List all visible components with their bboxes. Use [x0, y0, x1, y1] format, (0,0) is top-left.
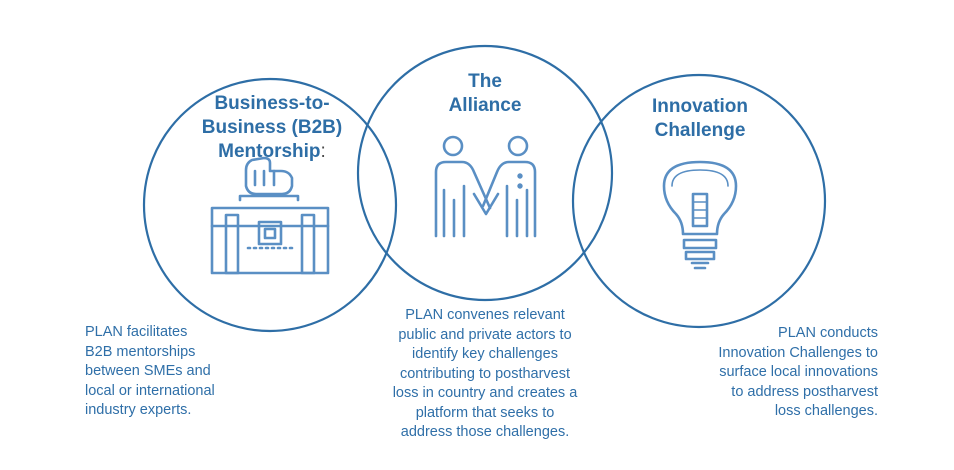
description-line: PLAN facilitates	[85, 324, 188, 340]
mentorship-title-line: Business-to-	[214, 93, 330, 114]
innovation-title-line: Challenge	[654, 120, 746, 141]
description-line: identify key challenges	[412, 346, 558, 362]
description-line: surface local innovations	[719, 364, 878, 380]
briefcase-icon	[210, 156, 330, 275]
lightbulb-icon	[662, 160, 738, 270]
description-line: loss challenges.	[774, 403, 878, 419]
description-line: local or international	[85, 382, 215, 399]
alliance-circle	[356, 44, 614, 302]
alliance-title-line: The	[468, 71, 502, 92]
mentorship-title: Business-to- Business (B2B) Mentorship:	[183, 92, 361, 164]
description-line: PLAN conducts	[778, 325, 878, 341]
description-line: address those challenges.	[400, 424, 570, 440]
mentorship-title-line: Business (B2B)	[201, 117, 343, 138]
innovation-title: Innovation Challenge	[630, 95, 770, 143]
description-line: B2B mentorships	[85, 343, 196, 360]
mentorship-circle	[142, 77, 398, 333]
description-line: contributing to postharvest	[399, 365, 571, 382]
description-line: public and private actors to	[398, 326, 572, 343]
handshake-people-icon	[434, 135, 537, 238]
innovation-circle	[571, 73, 827, 329]
alliance-title: The Alliance	[425, 70, 545, 118]
mentorship-title-colon: :	[320, 141, 326, 162]
description-line: industry experts.	[85, 402, 192, 418]
mentorship-title-text: Mentorship	[218, 141, 321, 162]
innovation-description: PLAN conducts Innovation Challenges to s…	[670, 324, 878, 422]
description-line: PLAN convenes relevant	[405, 307, 565, 323]
description-line: between SMEs and	[85, 363, 211, 379]
mentorship-title-line: Mentorship:	[183, 140, 361, 164]
mentorship-description: PLAN facilitates B2B mentorships between…	[85, 323, 215, 421]
description-line: platform that seeks to	[415, 404, 555, 421]
description-line: loss in country and creates a	[392, 385, 578, 401]
alliance-title-line: Alliance	[448, 95, 522, 116]
alliance-description: PLAN convenes relevant public and privat…	[370, 306, 600, 443]
innovation-title-line: Innovation	[651, 96, 749, 117]
description-line: to address postharvest	[731, 383, 878, 400]
description-line: Innovation Challenges to	[718, 344, 878, 361]
